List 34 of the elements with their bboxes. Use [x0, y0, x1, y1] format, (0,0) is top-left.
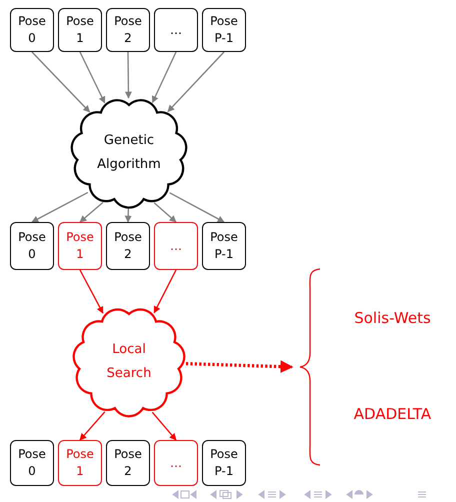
pose-box: Pose 0: [10, 440, 54, 486]
pose-box: …: [154, 440, 198, 486]
method-label: ADADELTA: [354, 405, 432, 423]
arrow: [32, 52, 90, 112]
pose-box: Pose 2: [106, 440, 150, 486]
arrow: [154, 270, 177, 314]
arrow: [152, 52, 177, 104]
arrow: [79, 52, 106, 104]
arrow: [80, 411, 106, 441]
pose-box: Pose 0: [10, 222, 54, 270]
arrow: [186, 360, 294, 374]
arrow: [31, 192, 88, 223]
pose-box: Pose 2: [106, 222, 150, 270]
pose-box: Pose P-1: [202, 222, 246, 270]
arrow: [167, 52, 224, 112]
arrow: [154, 202, 177, 222]
pose-box: Pose 1: [58, 222, 102, 270]
arrow: [79, 270, 104, 314]
arrow: [124, 52, 132, 99]
arrow: [79, 202, 104, 222]
arrow: [124, 208, 132, 223]
cloud-label: Local Search: [106, 341, 152, 383]
method-label: Solis-Wets: [354, 309, 431, 327]
pose-box: Pose P-1: [202, 8, 246, 52]
pose-box: Pose 1: [58, 8, 102, 52]
pose-box: …: [154, 222, 198, 270]
pose-box: Pose P-1: [202, 440, 246, 486]
pose-box: Pose 2: [106, 8, 150, 52]
pose-box: Pose 1: [58, 440, 102, 486]
cloud-label: Genetic Algorithm: [96, 132, 162, 174]
pose-box: …: [154, 8, 198, 52]
pose-box: Pose 0: [10, 8, 54, 52]
arrow: [152, 412, 176, 441]
arrow: [169, 192, 225, 223]
